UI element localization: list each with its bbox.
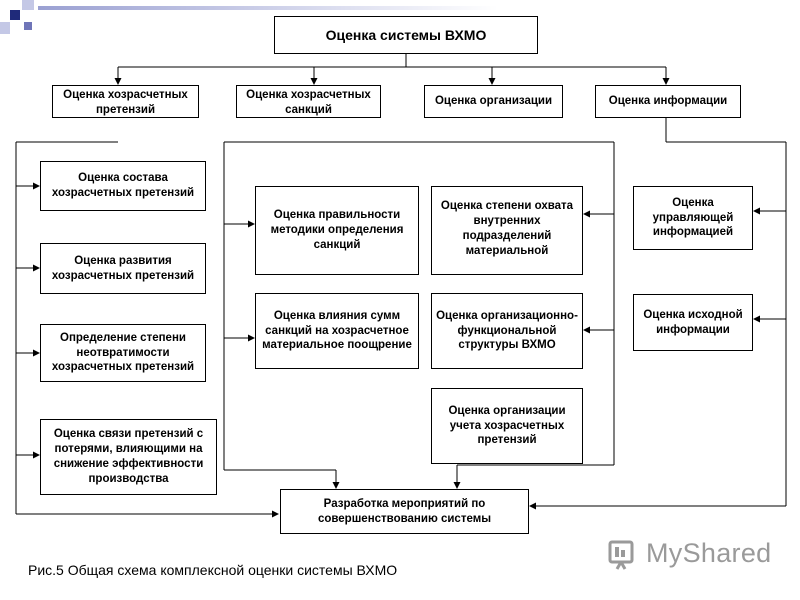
result-box: Разработка мероприятий по совершенствова… xyxy=(280,489,529,534)
information-item-source: Оценка исходной информации xyxy=(633,294,753,351)
category-organization: Оценка организации xyxy=(424,85,563,118)
watermark-text: MyShared xyxy=(646,537,772,568)
watermark-logo: MyShared xyxy=(606,536,771,570)
organization-item-accounting: Оценка организации учета хозрасчетных пр… xyxy=(431,388,583,464)
title-box: Оценка системы ВХМО xyxy=(274,16,538,54)
claims-item-composition: Оценка состава хозрасчетных претензий xyxy=(40,161,206,211)
claims-item-inevitability: Определение степени неотвратимости хозра… xyxy=(40,324,206,382)
header-gradient-line xyxy=(38,6,498,10)
organization-item-structure: Оценка организационно-функциональной стр… xyxy=(431,293,583,369)
claims-item-development: Оценка развития хозрасчетных претензий xyxy=(40,243,206,294)
organization-item-coverage: Оценка степени охвата внутренних подразд… xyxy=(431,186,583,275)
corner-decoration xyxy=(0,0,36,36)
sanctions-item-incentives: Оценка влияния сумм санкций на хозрасчет… xyxy=(255,293,419,369)
category-claims: Оценка хозрасчетных претензий xyxy=(52,85,199,118)
category-sanctions: Оценка хозрасчетных санкций xyxy=(236,85,381,118)
figure-caption: Рис.5 Общая схема комплексной оценки сис… xyxy=(28,562,398,578)
category-information: Оценка информации xyxy=(595,85,741,118)
presentation-icon xyxy=(608,540,634,570)
information-item-managing: Оценка управляющей информацией xyxy=(633,186,753,250)
claims-item-losses: Оценка связи претензий с потерями, влияю… xyxy=(40,419,217,495)
sanctions-item-methodology: Оценка правильности методики определения… xyxy=(255,186,419,275)
